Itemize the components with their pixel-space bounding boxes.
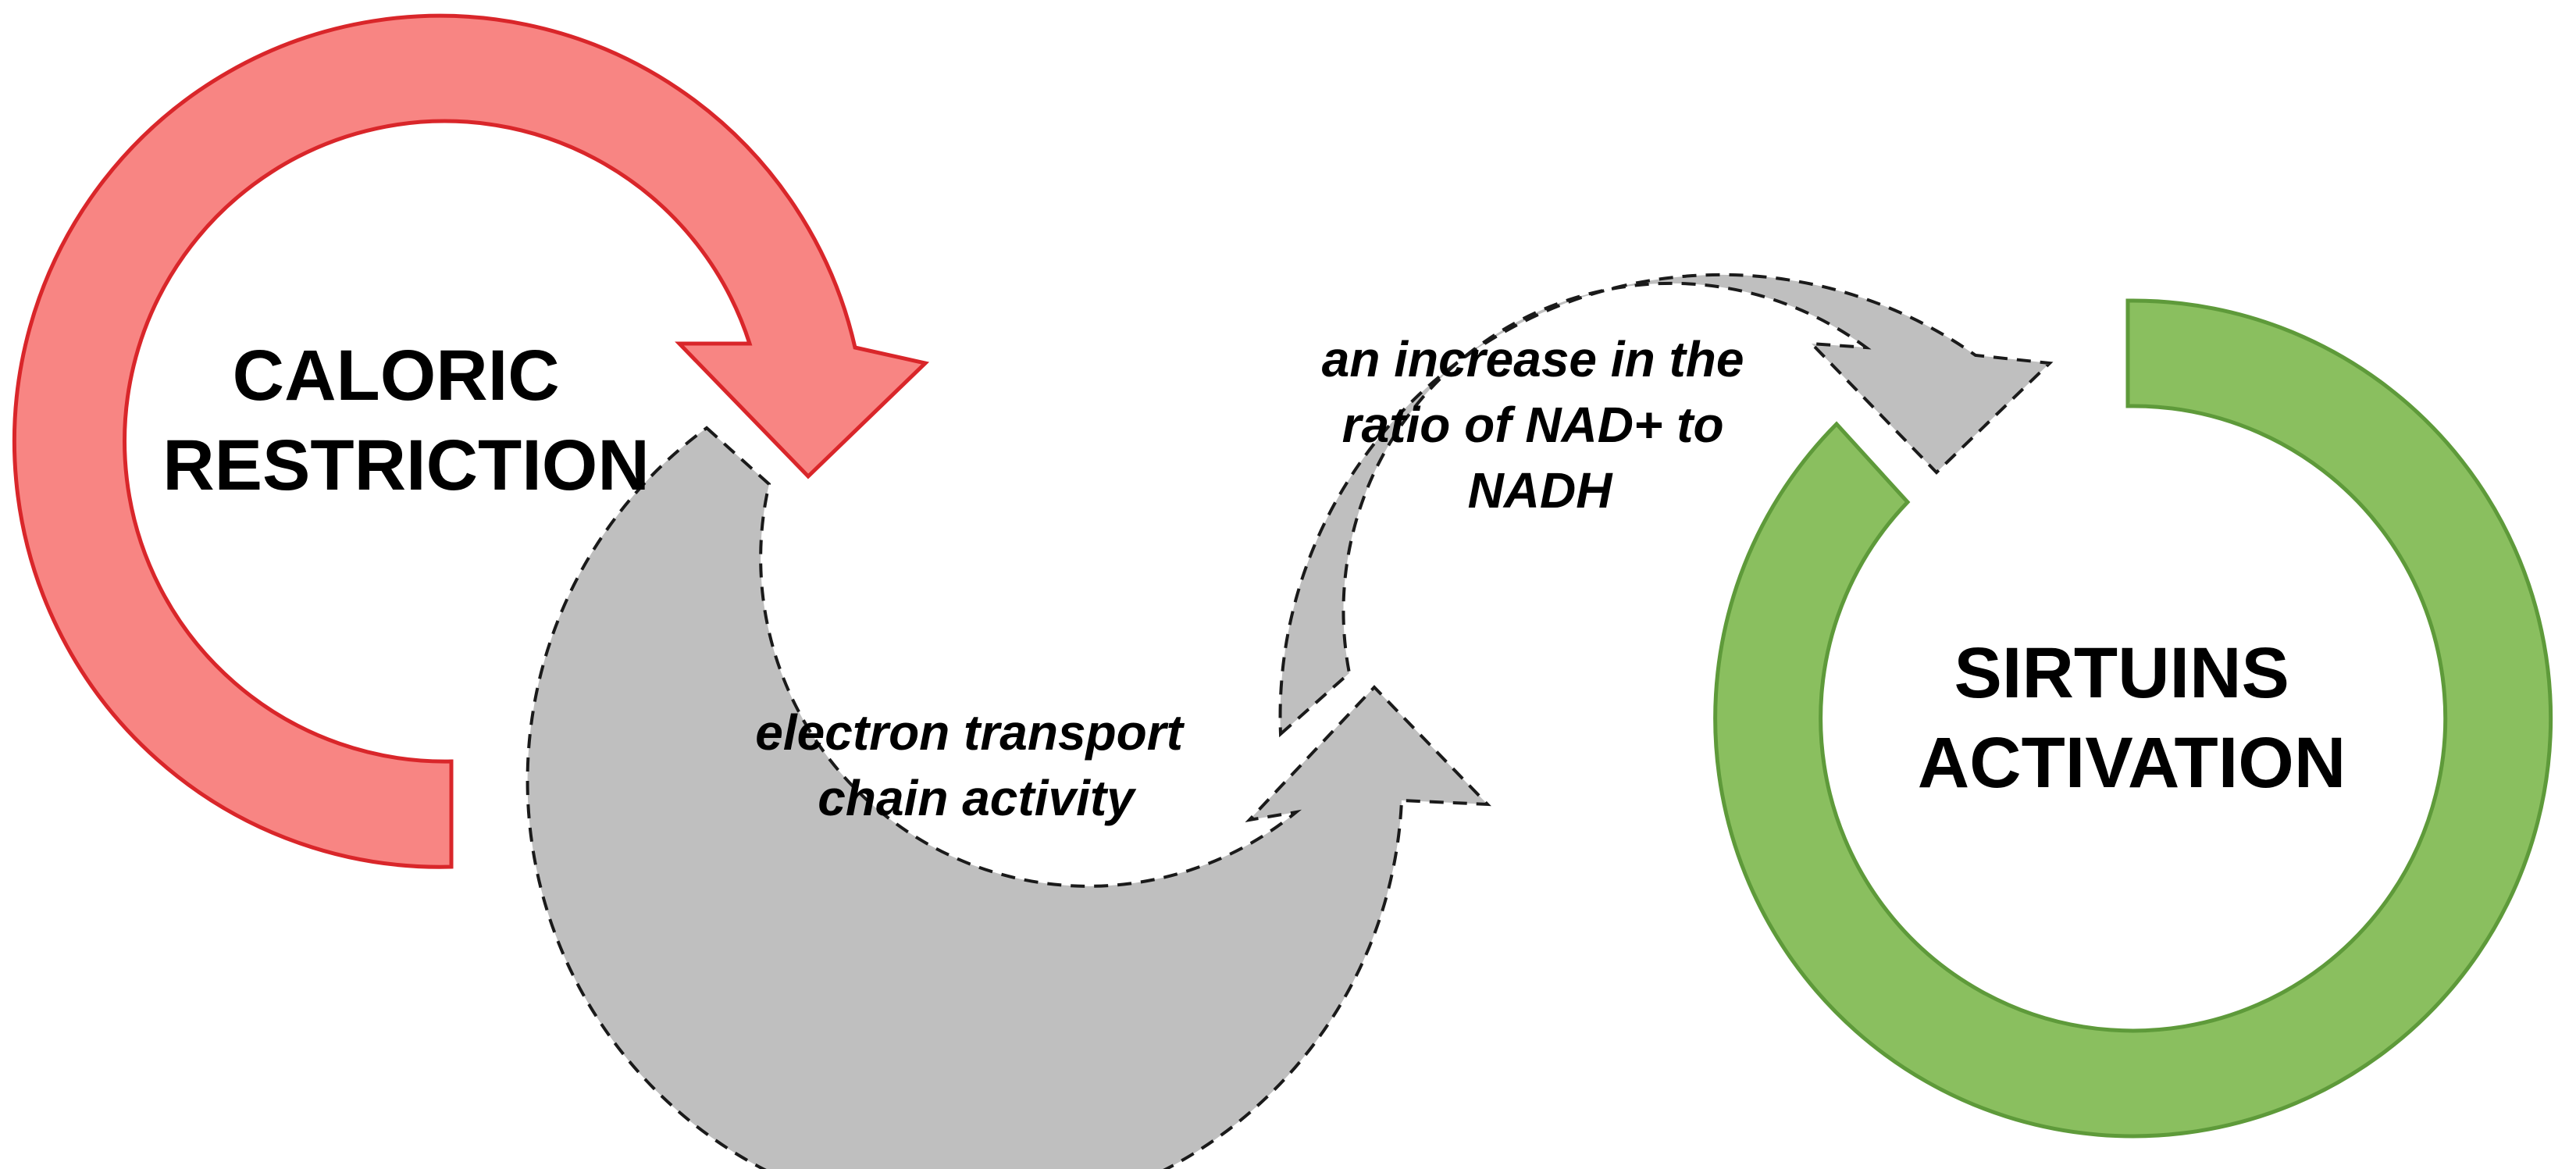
electron-transport-arrow	[526, 426, 1491, 1169]
electron-transport-label: electron transport chain activity	[755, 704, 1196, 826]
electron-transport-line2: chain activity	[818, 770, 1137, 826]
caloric-restriction-line2: RESTRICTION	[162, 426, 650, 505]
electron-transport-line1: electron transport	[755, 704, 1185, 761]
nad-ratio-arrow	[1278, 273, 2054, 738]
nad-ratio-label: an increase in the ratio of NAD+ to NADH	[1322, 331, 1758, 519]
nad-ratio-line2: ratio of NAD+ to	[1342, 397, 1724, 453]
caloric-restriction-arrow	[12, 13, 930, 869]
caloric-restriction-label: CALORIC RESTRICTION	[162, 336, 650, 505]
sirtuins-activation-line2: ACTIVATION	[1918, 723, 2346, 803]
nad-ratio-line3: NADH	[1468, 462, 1614, 519]
sirtuins-activation-ring	[1713, 298, 2553, 1139]
sirtuins-activation-line1: SIRTUINS	[1954, 633, 2289, 713]
nad-ratio-line1: an increase in the	[1322, 331, 1744, 387]
sirtuins-activation-label: SIRTUINS ACTIVATION	[1918, 633, 2346, 803]
caloric-restriction-line1: CALORIC	[233, 336, 560, 415]
